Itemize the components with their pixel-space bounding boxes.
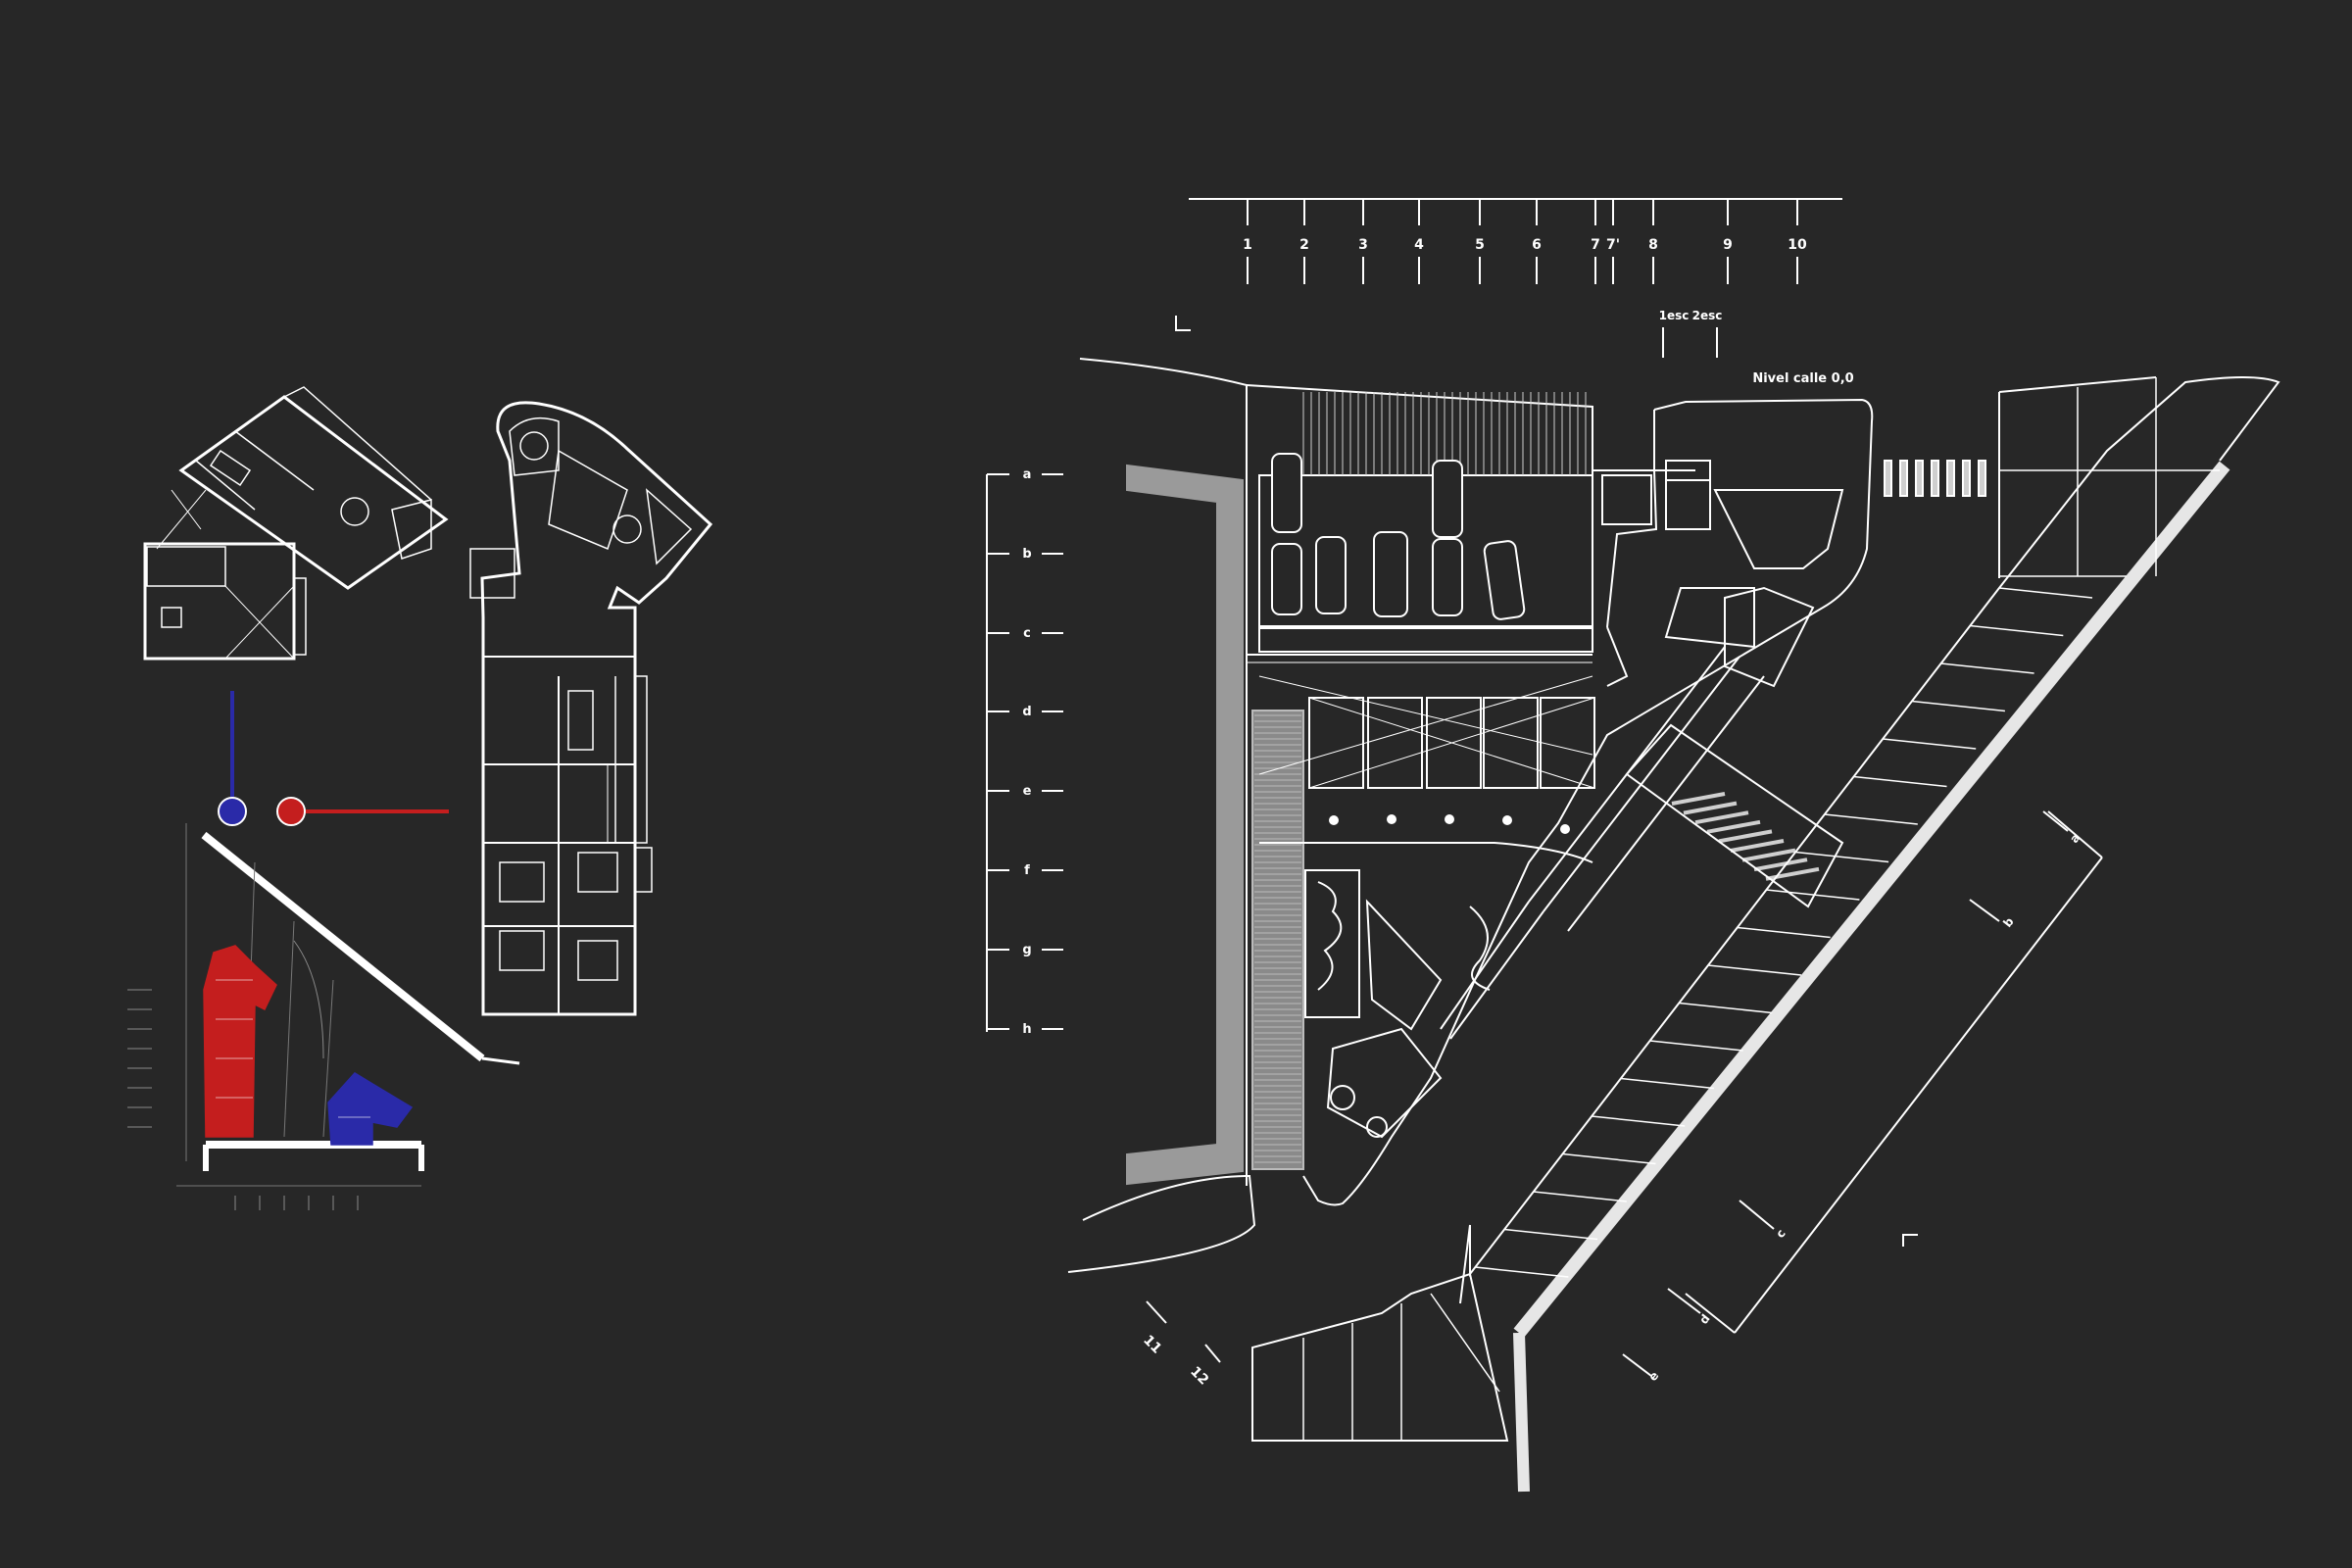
crosswalk-stripe: [1741, 848, 1796, 862]
column-axis-ruler: [1189, 198, 1842, 284]
column-axis-labels: 1 2 3 4 5 6 7 7' 8 9 10: [1243, 237, 1807, 253]
column-label: 9: [1723, 237, 1733, 253]
crosswalk-stripe: [1884, 460, 1892, 497]
column-label: 5: [1475, 237, 1485, 253]
road-segment: [1620, 1077, 1714, 1090]
road-segment: [1940, 662, 2034, 674]
road-segment: [1592, 1115, 1686, 1127]
column-label: 10: [1788, 237, 1807, 253]
crosswalk-stripe: [1962, 460, 1971, 497]
road-segment: [1649, 1040, 1743, 1052]
column-label: 4: [1414, 237, 1424, 253]
road-segment: [1998, 587, 2093, 599]
road-segment: [1707, 964, 1802, 976]
row-label: g: [1022, 943, 1031, 957]
road-segment: [1883, 738, 1977, 750]
column-label: 7: [1591, 237, 1600, 253]
crosswalk-stripe: [1946, 460, 1955, 497]
column-label: 3: [1358, 237, 1368, 253]
blue-unit-plan: [143, 386, 449, 661]
road-segment: [1475, 1266, 1569, 1278]
column-label: 7': [1606, 237, 1620, 253]
row-label: e: [1023, 784, 1032, 799]
row-label: d: [1022, 705, 1031, 719]
column-label: 8: [1648, 237, 1658, 253]
crosswalk-stripe: [1765, 866, 1820, 881]
road-segment: [1795, 851, 1889, 863]
blue-unit-highlight: [327, 1072, 414, 1146]
road-segment: [1737, 926, 1831, 939]
blue-marker-icon: [218, 797, 247, 826]
road-segment: [1766, 889, 1860, 901]
road-segment: [1504, 1228, 1598, 1241]
crosswalk-stripe: [1753, 858, 1808, 872]
crosswalk-stripe: [1978, 460, 1986, 497]
street-level-label: Nivel calle 0,0: [1752, 371, 1853, 386]
crosswalk-stripe: [1671, 792, 1726, 806]
row-label: h: [1022, 1022, 1031, 1037]
road-segment: [1853, 775, 1947, 788]
stair-1-label: 1esc: [1659, 309, 1690, 322]
row-label: a: [1023, 467, 1032, 482]
road-segment: [1970, 624, 2064, 637]
column-label: 6: [1532, 237, 1542, 253]
column-label: 1: [1243, 237, 1252, 253]
road-segment: [1562, 1152, 1656, 1165]
road-segment: [1679, 1002, 1773, 1014]
crosswalk-stripe: [1730, 839, 1785, 853]
crosswalk-stripe: [1899, 460, 1908, 497]
crosswalk-stripe: [1931, 460, 1939, 497]
row-label: f: [1024, 863, 1030, 878]
road-segment: [1824, 813, 1918, 825]
row-label: c: [1023, 626, 1031, 641]
red-unit-plan: [469, 401, 713, 1016]
column-label: 2: [1299, 237, 1309, 253]
crosswalk-stripe: [1694, 810, 1749, 825]
row-axis-ruler: [986, 473, 1063, 1032]
stair-labels: 1esc 2esc: [1659, 309, 1723, 358]
row-axis-labels: a b c d e f g h: [1022, 467, 1031, 1037]
crosswalk-stripe: [1915, 460, 1924, 497]
row-label: b: [1022, 547, 1031, 562]
road-segment: [1533, 1191, 1627, 1202]
key-plan: [127, 823, 520, 1210]
stair-2-label: 2esc: [1692, 309, 1723, 322]
crosswalk-stripe: [1706, 819, 1761, 834]
red-unit-highlight: [203, 945, 277, 1138]
road-segment: [1911, 700, 2005, 712]
marker-connectors: [218, 691, 449, 826]
red-marker-icon: [276, 797, 306, 826]
crosswalk-stripe: [1683, 801, 1738, 815]
crosswalk-stripe: [1718, 829, 1773, 844]
main-building-plan: [1067, 316, 2280, 1493]
